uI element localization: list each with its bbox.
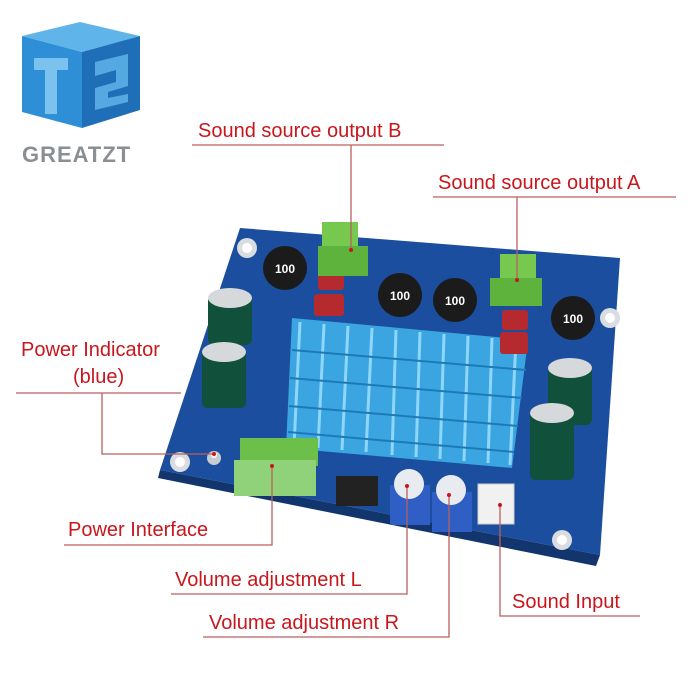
label-power-indicator-color: (blue) <box>73 366 125 388</box>
brand-name: GREATZT <box>22 142 132 167</box>
output-terminal-b <box>318 222 368 276</box>
sound-input-connector <box>477 483 515 525</box>
svg-text:100: 100 <box>445 294 465 308</box>
label-volume-r: Volume adjustment R <box>209 612 400 634</box>
label-output-a: Sound source output A <box>438 172 641 194</box>
label-output-b: Sound source output B <box>198 120 402 142</box>
power-terminal <box>234 438 318 496</box>
output-terminal-a <box>490 254 542 306</box>
label-volume-l: Volume adjustment L <box>175 569 362 591</box>
label-power-interface: Power Interface <box>68 519 209 541</box>
inductors: 100 100 100 100 <box>263 246 595 340</box>
potentiometers <box>390 469 472 532</box>
smd-diode <box>336 476 378 506</box>
inductor-marking: 100 <box>275 262 295 276</box>
svg-text:100: 100 <box>390 289 410 303</box>
label-power-indicator: Power Indicator <box>21 339 160 361</box>
svg-text:100: 100 <box>563 312 583 326</box>
leader-lines <box>16 144 676 638</box>
heatsink <box>286 318 528 468</box>
electrolytic-capacitors <box>202 288 592 480</box>
greatzt-logo <box>22 22 140 128</box>
label-sound-input: Sound Input <box>512 591 620 613</box>
